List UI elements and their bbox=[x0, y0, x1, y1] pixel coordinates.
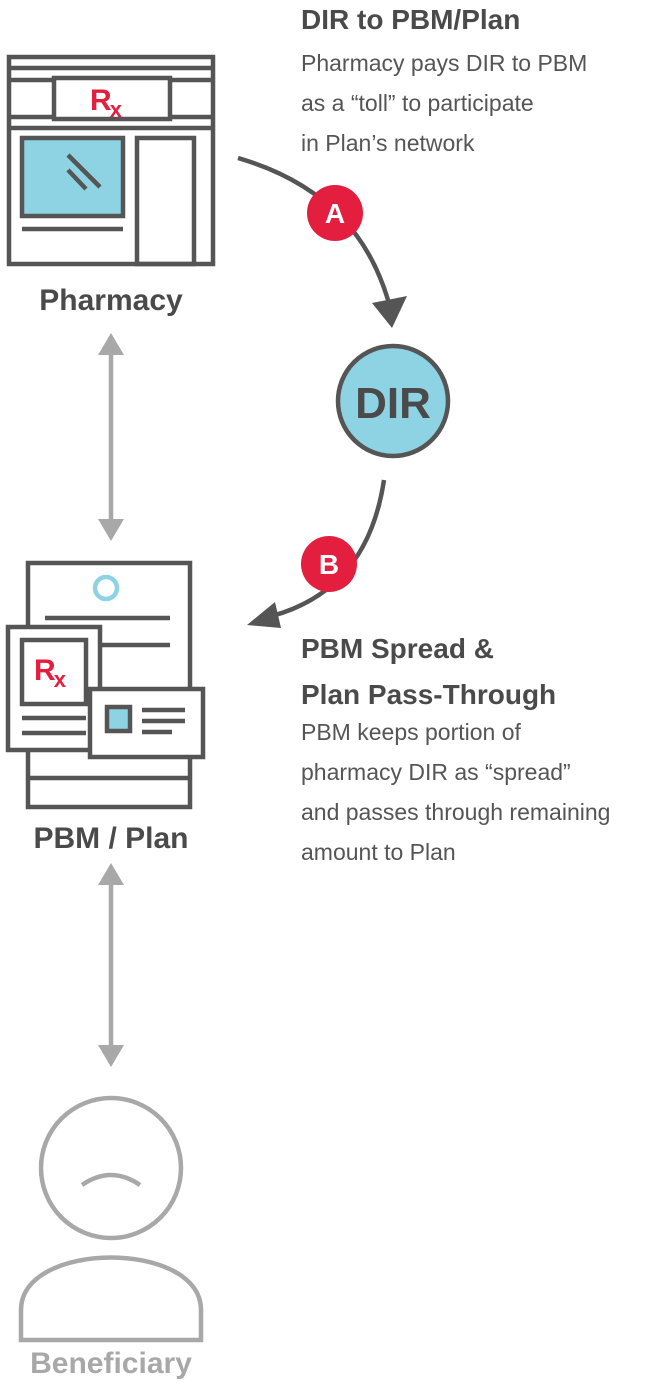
pbm-plan-label: PBM / Plan bbox=[33, 822, 189, 855]
pbm-documents-icon bbox=[5, 560, 206, 810]
step-b-line-3: and passes through remaining bbox=[301, 799, 611, 825]
step-a-line-1: Pharmacy pays DIR to PBM bbox=[301, 50, 588, 76]
dir-circle: DIR bbox=[335, 343, 451, 459]
pharmacy-rx-letter: R bbox=[90, 84, 112, 117]
step-b-title-line-1: PBM Spread & bbox=[301, 633, 494, 664]
step-a-line-3: in Plan’s network bbox=[301, 130, 475, 156]
pharmacy-storefront-icon bbox=[6, 54, 216, 267]
person-icon bbox=[18, 1095, 204, 1343]
pbm-rx-subscript: x bbox=[54, 667, 67, 692]
step-b-line-4: amount to Plan bbox=[301, 839, 456, 865]
beneficiary-label: Beneficiary bbox=[30, 1347, 192, 1380]
step-b-line-2: pharmacy DIR as “spread” bbox=[301, 759, 571, 785]
marker-b-label: B bbox=[319, 549, 339, 580]
marker-a: A bbox=[307, 185, 363, 241]
step-a-description: Pharmacy pays DIR to PBM as a “toll” to … bbox=[301, 43, 587, 163]
step-b-description: PBM keeps portion of pharmacy DIR as “sp… bbox=[301, 712, 610, 872]
pharmacy-label: Pharmacy bbox=[39, 284, 183, 317]
marker-b: B bbox=[301, 536, 357, 592]
pharmacy-rx-symbol: Rx bbox=[90, 84, 123, 122]
step-a-title: DIR to PBM/Plan bbox=[301, 4, 521, 35]
step-b-title-line-2: Plan Pass-Through bbox=[301, 679, 557, 710]
dir-circle-label: DIR bbox=[355, 379, 431, 428]
step-b-line-1: PBM keeps portion of bbox=[301, 719, 521, 745]
pbm-rx-letter: R bbox=[34, 654, 56, 687]
step-b-title: PBM Spread & Plan Pass-Through bbox=[301, 626, 556, 718]
pbm-beneficiary-double-arrow bbox=[98, 863, 124, 1067]
pharmacy-pbm-double-arrow bbox=[98, 333, 124, 541]
step-a-line-2: as a “toll” to participate bbox=[301, 90, 534, 116]
pharmacy-rx-subscript: x bbox=[110, 97, 123, 122]
marker-a-label: A bbox=[325, 198, 345, 229]
arrow-a bbox=[237, 155, 407, 328]
pbm-rx-symbol: Rx bbox=[34, 654, 67, 692]
